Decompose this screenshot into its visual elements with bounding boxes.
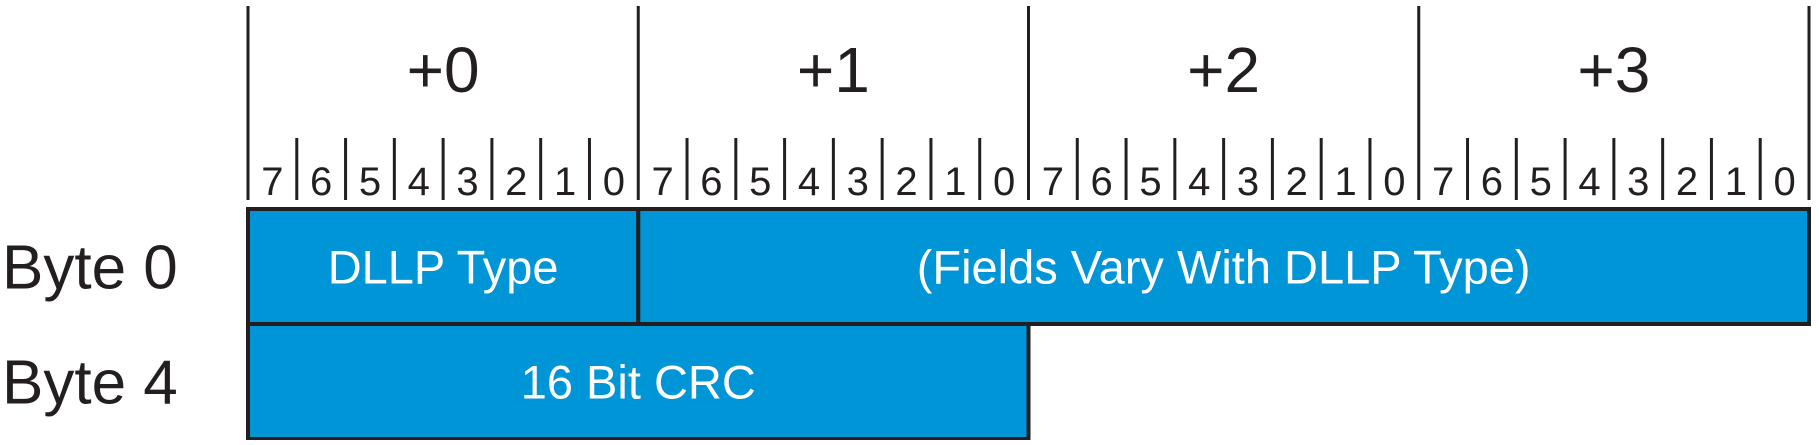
bit-label: 5 bbox=[359, 160, 381, 204]
bit-label: 7 bbox=[652, 160, 674, 204]
bit-label: 4 bbox=[408, 160, 430, 204]
bit-label: 2 bbox=[895, 160, 917, 204]
byte-offset-label: +3 bbox=[1577, 34, 1650, 106]
bit-label: 0 bbox=[993, 160, 1015, 204]
bit-label: 2 bbox=[505, 160, 527, 204]
crc-field-label: 16 Bit CRC bbox=[521, 356, 756, 409]
bit-label: 0 bbox=[1773, 160, 1795, 204]
bit-label: 5 bbox=[1530, 160, 1552, 204]
bit-label: 0 bbox=[1383, 160, 1405, 204]
bit-label: 6 bbox=[310, 160, 332, 204]
bit-label: 3 bbox=[1627, 160, 1649, 204]
byte-offset-label: +0 bbox=[407, 34, 480, 106]
bit-label: 1 bbox=[1725, 160, 1747, 204]
row-label: Byte 4 bbox=[2, 349, 178, 418]
bit-label: 7 bbox=[261, 160, 283, 204]
bit-label: 2 bbox=[1286, 160, 1308, 204]
fields-vary-field bbox=[636, 207, 1811, 326]
bit-label: 0 bbox=[603, 160, 625, 204]
fields-vary-field-label: (Fields Vary With DLLP Type) bbox=[917, 241, 1531, 294]
bit-label: 3 bbox=[1237, 160, 1259, 204]
bit-label: 4 bbox=[1188, 160, 1210, 204]
row-label: Byte 0 bbox=[2, 234, 178, 303]
byte-offset-label: +1 bbox=[797, 34, 870, 106]
bit-label: 1 bbox=[944, 160, 966, 204]
dllp-type-field-label: DLLP Type bbox=[328, 241, 559, 294]
bit-label: 1 bbox=[1334, 160, 1356, 204]
bit-label: 6 bbox=[1091, 160, 1113, 204]
bit-label: 4 bbox=[798, 160, 820, 204]
bit-label: 3 bbox=[456, 160, 478, 204]
bit-label: 4 bbox=[1578, 160, 1600, 204]
bit-label: 6 bbox=[700, 160, 722, 204]
bit-label: 3 bbox=[847, 160, 869, 204]
bit-label: 1 bbox=[554, 160, 576, 204]
bit-label: 2 bbox=[1676, 160, 1698, 204]
crc-field bbox=[246, 322, 1031, 441]
bit-label: 7 bbox=[1042, 160, 1064, 204]
bit-label: 5 bbox=[749, 160, 771, 204]
bit-label: 5 bbox=[1139, 160, 1161, 204]
byte-offset-label: +2 bbox=[1187, 34, 1260, 106]
bit-label: 6 bbox=[1481, 160, 1503, 204]
bit-label: 7 bbox=[1432, 160, 1454, 204]
